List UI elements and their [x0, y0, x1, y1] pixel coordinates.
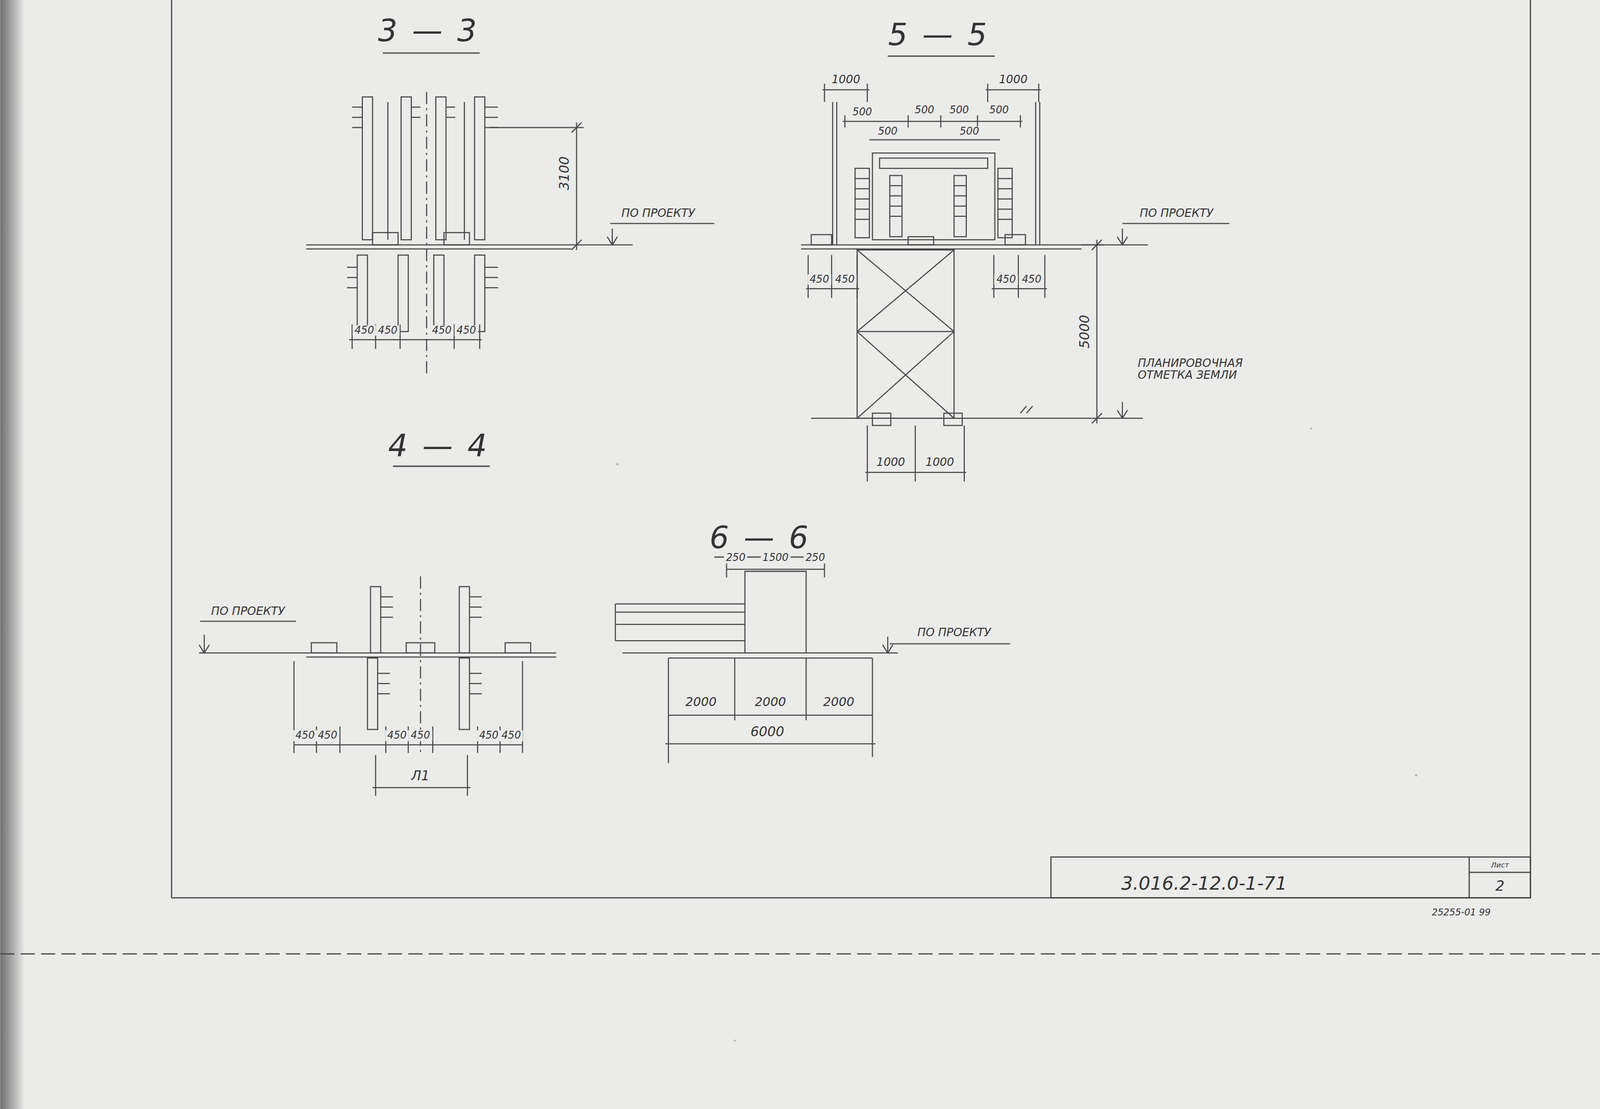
- dimension: 2000: [683, 695, 719, 709]
- dimension: 450: [807, 274, 831, 286]
- scan-specks: [616, 427, 1418, 1042]
- dimension: 2000: [821, 695, 857, 709]
- dimension: 500: [850, 106, 874, 118]
- dimension: 2000: [752, 695, 789, 709]
- dimension: 1000: [874, 456, 908, 469]
- dimension: 1000: [829, 73, 863, 86]
- dimension: 500: [987, 104, 1011, 116]
- dimension: 450: [385, 730, 409, 742]
- section-title: 4 — 4: [386, 429, 492, 462]
- dimension: 500: [912, 104, 937, 116]
- dimension: 450: [499, 730, 523, 742]
- dimension: 450: [833, 274, 857, 286]
- dimension: 250: [803, 552, 827, 564]
- dimension: 450: [477, 730, 501, 742]
- dimension: 1000: [923, 456, 957, 469]
- section-5-5: [800, 83, 1230, 482]
- dimension: 450: [315, 730, 340, 742]
- dimension: 450: [430, 325, 454, 337]
- sheet-frame: [0, 0, 1600, 954]
- level-note: ПО ПРОЕКТУ: [209, 605, 288, 618]
- section-title: 3 — 3: [375, 14, 482, 47]
- dimension: 500: [876, 126, 900, 138]
- dimension: 450: [454, 325, 478, 337]
- level-note: ПЛАНИРОВОЧНАЯ ОТМЕТКА ЗЕМЛИ: [1135, 357, 1252, 382]
- dimension: 500: [957, 126, 981, 138]
- title-underlines: [382, 52, 995, 557]
- section-title: 5 — 5: [886, 18, 992, 51]
- dimension: 500: [947, 104, 971, 116]
- archive-number: 25255-01 99: [1429, 907, 1493, 917]
- sheet-number: 2: [1493, 878, 1507, 894]
- dimension: 1500: [760, 552, 791, 564]
- dimension: 450: [352, 325, 376, 337]
- dimension: 450: [1019, 274, 1044, 286]
- dimension: 6000: [748, 724, 787, 739]
- level-note: ПО ПРОЕКТУ: [619, 207, 698, 220]
- dimension: 450: [376, 325, 400, 337]
- dimension: 3100: [557, 154, 572, 193]
- dimension: Л1: [409, 768, 432, 783]
- dimension: 250: [723, 552, 748, 564]
- section-title: 6 — 6: [707, 521, 813, 554]
- dimension: 450: [408, 730, 433, 742]
- section-3-3: [306, 91, 715, 378]
- dimension: 1000: [997, 73, 1030, 86]
- scan-shadow: [0, 0, 25, 1109]
- dimension: 5000: [1077, 312, 1092, 351]
- level-note: ПО ПРОЕКТУ: [1137, 207, 1216, 220]
- section-6-6: [615, 563, 1010, 764]
- dimension: 450: [994, 274, 1018, 286]
- dimension: 450: [293, 730, 317, 742]
- section-4-4: [199, 576, 556, 796]
- level-note: ПО ПРОЕКТУ: [915, 626, 994, 639]
- stamp-label: Лист: [1489, 861, 1512, 869]
- drawing-code: 3.016.2-12.0-1-71: [1119, 874, 1290, 894]
